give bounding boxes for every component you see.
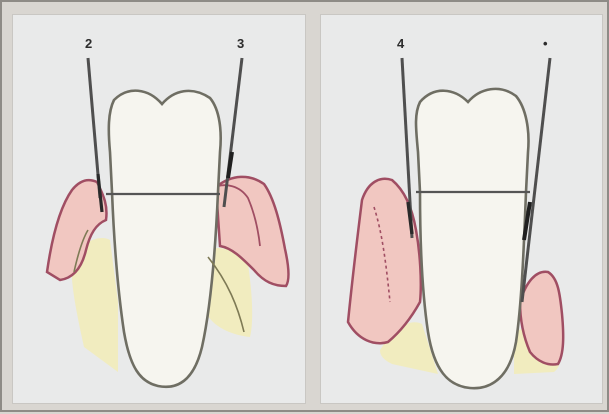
right-probe-dot-label: •	[543, 36, 548, 51]
right-tooth-group: 4 •	[348, 36, 563, 388]
left-probe-3-tip	[228, 152, 232, 178]
right-probe-4-label: 4	[397, 36, 405, 51]
left-tooth	[109, 91, 221, 387]
right-tooth	[416, 89, 529, 388]
left-probe-3-label: 3	[237, 36, 244, 51]
left-probe-2-label: 2	[85, 36, 92, 51]
left-tooth-group: 2 3	[47, 36, 289, 387]
